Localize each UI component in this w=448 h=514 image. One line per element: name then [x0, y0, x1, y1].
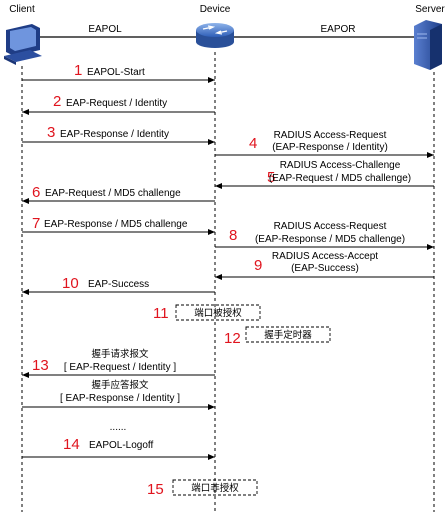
port-authorized-label: 端口被授权: [194, 307, 242, 319]
step-4-line2: (EAP-Response / Identity): [272, 142, 388, 153]
step-11-number: 11: [153, 305, 169, 322]
step-2-label: EAP-Request / Identity: [66, 98, 167, 109]
step-14-number: 14: [63, 436, 80, 453]
port-unauthorized-box: [172, 479, 258, 496]
step-6-label: EAP-Request / MD5 challenge: [45, 188, 181, 199]
port-authorized-box: [175, 304, 261, 321]
step-1-label: EAPOL-Start: [87, 67, 145, 78]
ellipsis: ......: [110, 422, 127, 433]
step-3-label: EAP-Response / Identity: [60, 129, 169, 140]
step-13-number: 13: [32, 357, 49, 374]
step-15-number: 15: [147, 481, 164, 498]
step-9-line1: RADIUS Access-Accept: [272, 251, 378, 262]
step-2-number: 2: [53, 93, 61, 110]
step-9-line2: (EAP-Success): [291, 263, 359, 274]
step-7-label: EAP-Response / MD5 challenge: [44, 219, 188, 230]
reply-line1: 握手应答报文: [91, 379, 149, 391]
client-title: Client: [9, 4, 35, 15]
step-10-number: 10: [62, 275, 79, 292]
server-tower-icon: [414, 20, 442, 70]
step-5-line2: (EAP-Request / MD5 challenge): [269, 173, 411, 184]
eapol-link-label: EAPOL: [88, 24, 122, 35]
step-14-label: EAPOL-Logoff: [89, 440, 154, 451]
step-7-number: 7: [32, 215, 40, 232]
step-4-number: 4: [249, 135, 257, 152]
step-10-label: EAP-Success: [88, 279, 149, 290]
step-8-line1: RADIUS Access-Request: [274, 221, 387, 232]
step-1-number: 1: [74, 62, 82, 79]
step-13-line2: [ EAP-Request / Identity ]: [64, 362, 176, 373]
step-3-number: 3: [47, 124, 55, 141]
step-5-number: 5: [267, 169, 275, 186]
step-4-line1: RADIUS Access-Request: [274, 130, 387, 141]
step-12-number: 12: [224, 330, 241, 347]
handshake-timer-box: [245, 326, 331, 343]
step-13-line1: 握手请求报文: [91, 348, 149, 360]
device-title: Device: [200, 4, 231, 15]
port-unauthorized-label: 端口非授权: [191, 482, 239, 494]
step-8-number: 8: [229, 227, 237, 244]
server-title: Server: [415, 4, 445, 15]
reply-line2: [ EAP-Response / Identity ]: [60, 393, 180, 404]
network-switch-icon: [196, 23, 234, 48]
step-6-number: 6: [32, 184, 40, 201]
step-5-line1: RADIUS Access-Challenge: [280, 160, 401, 171]
step-8-line2: (EAP-Response / MD5 challenge): [255, 234, 405, 245]
handshake-timer-label: 握手定时器: [264, 329, 312, 341]
desktop-computer-icon: [4, 24, 42, 65]
eapor-link-label: EAPOR: [320, 24, 355, 35]
step-9-number: 9: [254, 257, 262, 274]
